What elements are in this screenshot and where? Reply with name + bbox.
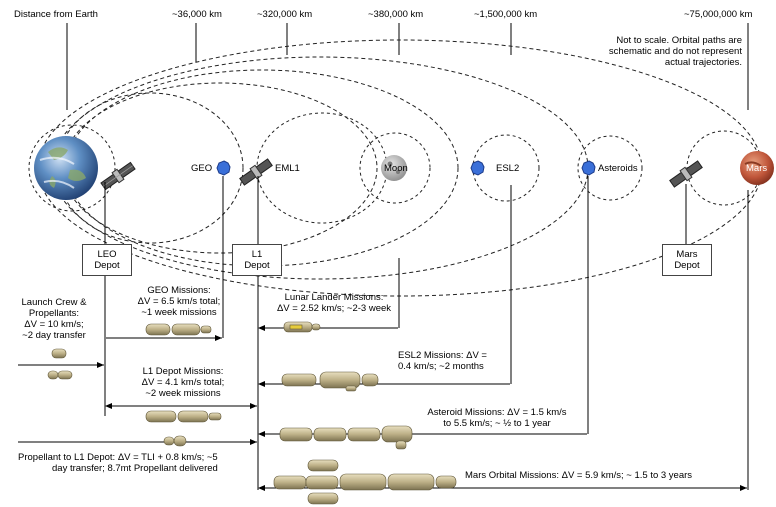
moon-label: Moon <box>384 163 408 174</box>
mars-icon <box>740 151 774 185</box>
launch-mission-label: Launch Crew &Propellants: ΔV = 10 km/s;~… <box>21 297 87 341</box>
lunar-lander-vehicle-icon <box>283 321 321 333</box>
distance-mark-mars: ~75,000,000 km <box>684 9 753 20</box>
geo-vehicle-icon <box>145 323 212 336</box>
moon-icon <box>381 155 407 181</box>
eml1-label: EML1 <box>275 163 300 174</box>
distance-mark-eml1: ~320,000 km <box>257 9 313 20</box>
distance-mark-geo: ~36,000 km <box>172 9 222 20</box>
mars-label: Mars <box>746 163 768 174</box>
geo-label: GEO <box>191 163 213 174</box>
spacecraft-stacks <box>47 321 457 505</box>
distance-mark-moon: ~380,000 km <box>368 9 424 20</box>
propellant-mission-label: Propellant to L1 Depot: ΔV = TLI + 0.8 k… <box>18 452 218 474</box>
l1-depot-satellite-icon <box>239 158 273 186</box>
distance-mark-esl2: ~1,500,000 km <box>474 9 538 20</box>
vertical-guides <box>104 176 749 490</box>
asteroid-vehicle-icon <box>279 425 413 450</box>
l1-depot-mission-label: L1 Depot Missions:ΔV = 4.1 km/s total;~2… <box>141 366 225 399</box>
mars-depot-satellite-icon <box>669 160 703 188</box>
geo-node-icon <box>216 160 231 176</box>
esl2-node-icon <box>470 160 485 176</box>
earth-icon <box>34 136 98 200</box>
distance-axis-title: Distance from Earth <box>14 9 98 20</box>
asteroids-label: Asteroids <box>598 163 638 174</box>
l1-depot-vehicle-icon <box>145 410 222 423</box>
geo-mission-label: GEO Missions:ΔV = 6.5 km/s total;~1 week… <box>137 285 221 318</box>
distance-tick-lines <box>66 23 749 110</box>
asteroids-node-icon <box>581 160 596 176</box>
esl2-vehicle-icon <box>281 371 379 392</box>
lunar-mission-label: Lunar Lander Missions:ΔV = 2.52 km/s; ~2… <box>276 292 392 314</box>
mars-mission-label: Mars Orbital Missions: ΔV = 5.9 km/s; ~ … <box>465 470 693 481</box>
esl2-mission-label: ESL2 Missions: ΔV =0.4 km/s; ~2 months <box>398 350 487 372</box>
mars-vehicle-icon <box>273 459 457 505</box>
node-markers <box>216 160 596 176</box>
esl2-label: ESL2 <box>496 163 520 174</box>
crew-capsule-icon <box>47 348 73 380</box>
propellant-tanker-icon <box>163 435 187 447</box>
